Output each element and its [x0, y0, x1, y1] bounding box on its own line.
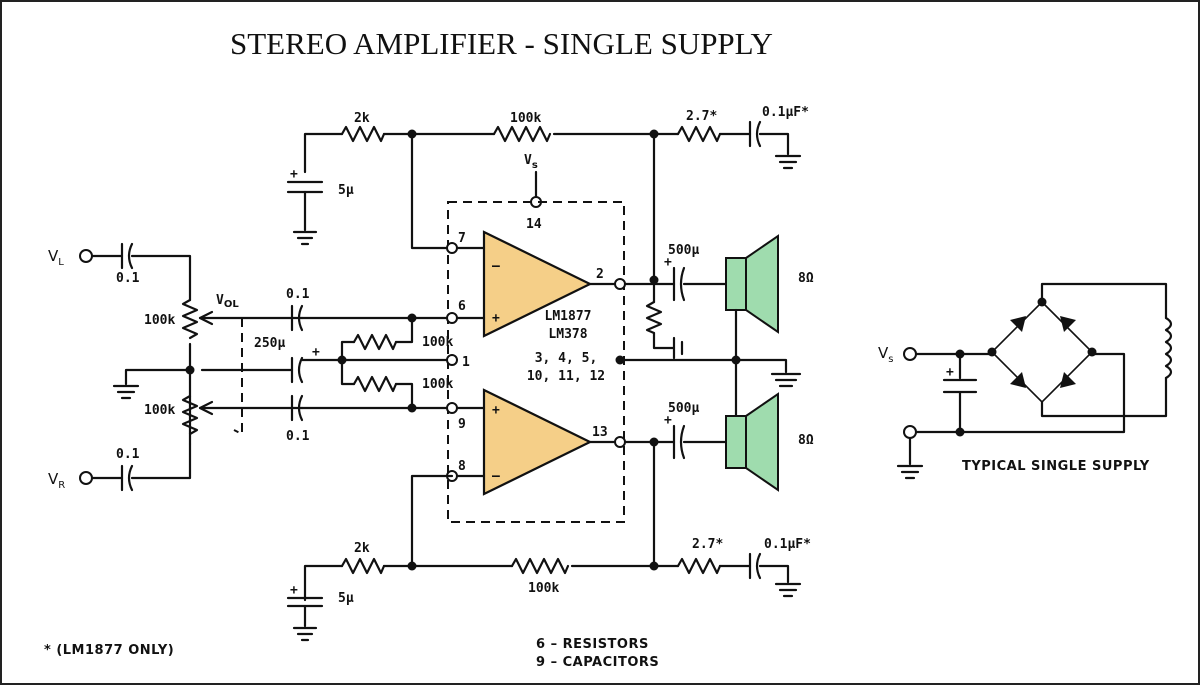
label-vol: VOL [216, 293, 239, 310]
opamp-top [482, 230, 593, 338]
svg-text:+: + [290, 583, 298, 598]
resistor-2-7-bottom [676, 557, 722, 575]
capacitor-0-1uf-top [748, 120, 762, 148]
svg-text:+: + [312, 345, 320, 360]
label-speaker-bottom: 8Ω [798, 433, 814, 448]
label-c-01-right: 0.1 [286, 429, 310, 444]
label-pin-13: 13 [592, 425, 608, 440]
label-r-2k-bottom: 2k [354, 541, 370, 556]
resistor-100k-bias-bottom [352, 375, 398, 393]
label-pin-2: 2 [596, 267, 604, 282]
speaker-bottom [725, 415, 747, 469]
label-r-100k-bias-bottom: 100k [422, 377, 453, 392]
resistor-count: 6 – RESISTORS [536, 637, 649, 652]
label-gnd-pins-1: 3, 4, 5, [535, 351, 598, 366]
label-c-01uf-bottom: 0.1μF* [764, 537, 811, 552]
label-c-5u-bottom: 5μ [338, 591, 354, 606]
ground-symbol-5u-top [292, 230, 318, 246]
output-top: + [623, 234, 779, 462]
label-pin-7: 7 [458, 231, 466, 246]
bridge-rectifier [990, 300, 1094, 404]
opamp-bottom [482, 388, 593, 496]
label-chip-lm1877: LM1877 [545, 309, 592, 324]
label-c-01uf-top: 0.1μF* [762, 105, 809, 120]
ground-symbol-input [112, 384, 140, 400]
label-pin-6: 6 [458, 299, 466, 314]
supply-caption: TYPICAL SINGLE SUPPLY [962, 459, 1150, 474]
label-r-100k-bottom: 100k [528, 581, 559, 596]
resistor-2-7-top [676, 125, 722, 143]
label-pin-8: 8 [458, 459, 466, 474]
resistor-100k-bottom [510, 557, 570, 575]
capacitor-0-1uf-bottom [748, 552, 762, 580]
label-r-100k-bias-top: 100k [422, 335, 453, 350]
label-pot-right: 100k [144, 403, 175, 418]
label-r-27-top: 2.7* [686, 109, 717, 124]
svg-text:+: + [664, 413, 672, 428]
label-c-500u-bottom: 500μ [668, 401, 699, 416]
label-r-100k-top: 100k [510, 111, 541, 126]
label-c-01-left: 0.1 [286, 287, 310, 302]
label-pin-14: 14 [526, 217, 542, 232]
capacitor-0-1-right [290, 394, 304, 422]
resistor-100k-top [492, 125, 552, 143]
label-c-in-right: 0.1 [116, 447, 140, 462]
label-c-250u: 250μ [254, 336, 285, 351]
svg-text:–: – [492, 259, 500, 274]
resistor-2k-bottom [340, 557, 386, 575]
transformer-coil [1164, 316, 1173, 380]
resistor-2k-top [340, 125, 386, 143]
svg-text:–: – [492, 469, 500, 484]
ground-symbol-5u-bottom [292, 626, 318, 642]
capacitor-250u [290, 356, 304, 384]
svg-text:+: + [946, 365, 954, 380]
capacitor-500u-top [672, 266, 686, 302]
svg-text:+: + [492, 403, 500, 418]
label-chip-lm378: LM378 [548, 327, 587, 342]
ground-symbol-top [774, 154, 802, 170]
label-r-27-bottom: 2.7* [692, 537, 723, 552]
ground-symbol-mid [770, 372, 802, 388]
capacitor-count: 9 – CAPACITORS [536, 655, 659, 670]
label-gnd-pins-2: 10, 11, 12 [527, 369, 605, 384]
label-vs-supply: Vs [878, 344, 893, 365]
label-vs-top: Vs [524, 153, 538, 171]
label-speaker-top: 8Ω [798, 271, 814, 286]
label-pot-left: 100k [144, 313, 175, 328]
capacitor-0-1-left [290, 304, 304, 332]
label-pin-1: 1 [462, 355, 470, 370]
capacitor-500u-bottom [672, 424, 686, 460]
output-bottom: + [623, 355, 779, 568]
capacitor-input-right [120, 464, 134, 492]
bottom-feedback-network: + [286, 474, 802, 642]
label-vl: VL [48, 247, 64, 268]
diagram-title: STEREO AMPLIFIER - SINGLE SUPPLY [230, 26, 773, 61]
label-pin-9: 9 [458, 417, 466, 432]
resistor-100k-bias-top [352, 333, 398, 351]
potentiometer-right [181, 394, 199, 436]
input-section: + [79, 242, 449, 492]
capacitor-input-left [120, 242, 134, 270]
typical-single-supply: + [896, 282, 1173, 480]
svg-text:+: + [492, 311, 500, 326]
label-c-500u-top: 500μ [668, 243, 699, 258]
label-r-2k-top: 2k [354, 111, 370, 126]
ground-symbol-bottom [774, 582, 802, 598]
speaker-top [725, 257, 747, 311]
label-c-in-left: 0.1 [116, 271, 140, 286]
svg-text:+: + [664, 255, 672, 270]
potentiometer-left [181, 298, 199, 340]
svg-text:+: + [290, 167, 298, 182]
top-feedback-network: + [286, 120, 802, 282]
footnote: * (LM1877 ONLY) [44, 643, 174, 658]
label-c-5u-top: 5μ [338, 183, 354, 198]
label-vr: VR [48, 470, 65, 491]
